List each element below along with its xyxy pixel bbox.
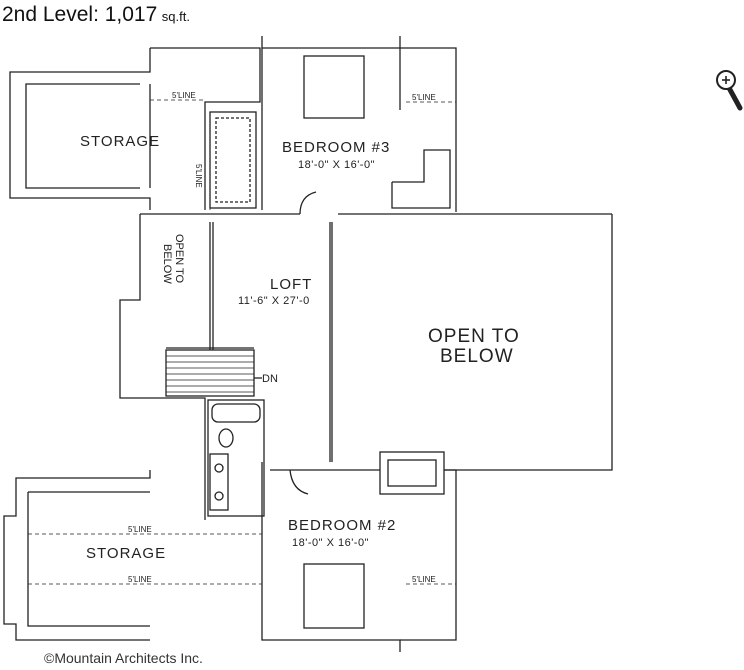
label-bedroom2-dim: 18'-0" X 16'-0" [292,537,369,549]
label-5ft-2: 5'LINE [412,93,436,102]
wall-bedroom3-right [400,47,457,212]
wall-storage-top-upper [150,47,261,210]
zoom-in-icon-graphic [716,70,743,111]
wall-bedroom2 [261,462,401,652]
vanity [209,453,229,511]
sink-1 [214,463,224,473]
page-title: 2nd Level: 1,017 sq.ft. [2,0,190,30]
label-bedroom2: BEDROOM #2 [288,517,396,534]
sink-2 [214,491,224,501]
stair-treads [166,355,254,393]
label-5ft-3: 5'LINE [194,164,203,188]
title-main: 2nd Level: 1,017 [2,3,158,26]
label-loft-dim: 11'-6" X 27'-0 [238,295,310,307]
label-bedroom3-dim: 18'-0" X 16'-0" [298,159,375,171]
label-storage-bottom: STORAGE [86,545,166,562]
closet-top-inner [215,117,251,203]
fireplace [379,451,445,495]
label-5ft-6: 5'LINE [412,575,436,584]
wall-bedroom3-top [262,36,401,49]
label-5ft-5: 5'LINE [128,575,152,584]
label-open-below-2: BELOW [440,346,514,367]
bathroom [207,399,265,517]
closet-top [209,111,257,209]
label-5ft-1: 5'LINE [172,91,196,100]
desk-bedroom3 [391,149,451,209]
bed-bedroom3 [303,55,365,119]
zoom-in-icon[interactable] [714,68,744,116]
toilet [218,428,234,448]
label-open-below-small-1: OPEN TO [173,234,185,284]
label-5ft-4: 5'LINE [128,525,152,534]
wall-storage-bottom [3,470,151,641]
label-loft: LOFT [270,276,312,293]
wall-bedroom2-right [400,469,457,641]
label-stair-dn: DN [262,373,278,385]
wall-loft-left [119,214,206,520]
wall-open-below [444,214,613,471]
label-bedroom3: BEDROOM #3 [282,139,390,156]
copyright: ©Mountain Architects Inc. [44,650,203,666]
fireplace-inner [387,459,437,487]
door-bedroom3 [299,191,317,215]
door-bedroom2 [289,469,309,495]
bed-bedroom2 [303,563,365,629]
title-unit: sq.ft. [161,9,190,24]
label-open-below-small-2: BELOW [161,244,173,284]
tub [211,403,261,423]
label-open-below-1: OPEN TO [428,326,520,347]
stair [165,349,255,397]
label-storage-top: STORAGE [80,133,160,150]
wall-storage-top-inner [25,83,140,189]
wall-storage-bottom-inner [27,492,150,627]
wall-storage-top [9,48,151,210]
